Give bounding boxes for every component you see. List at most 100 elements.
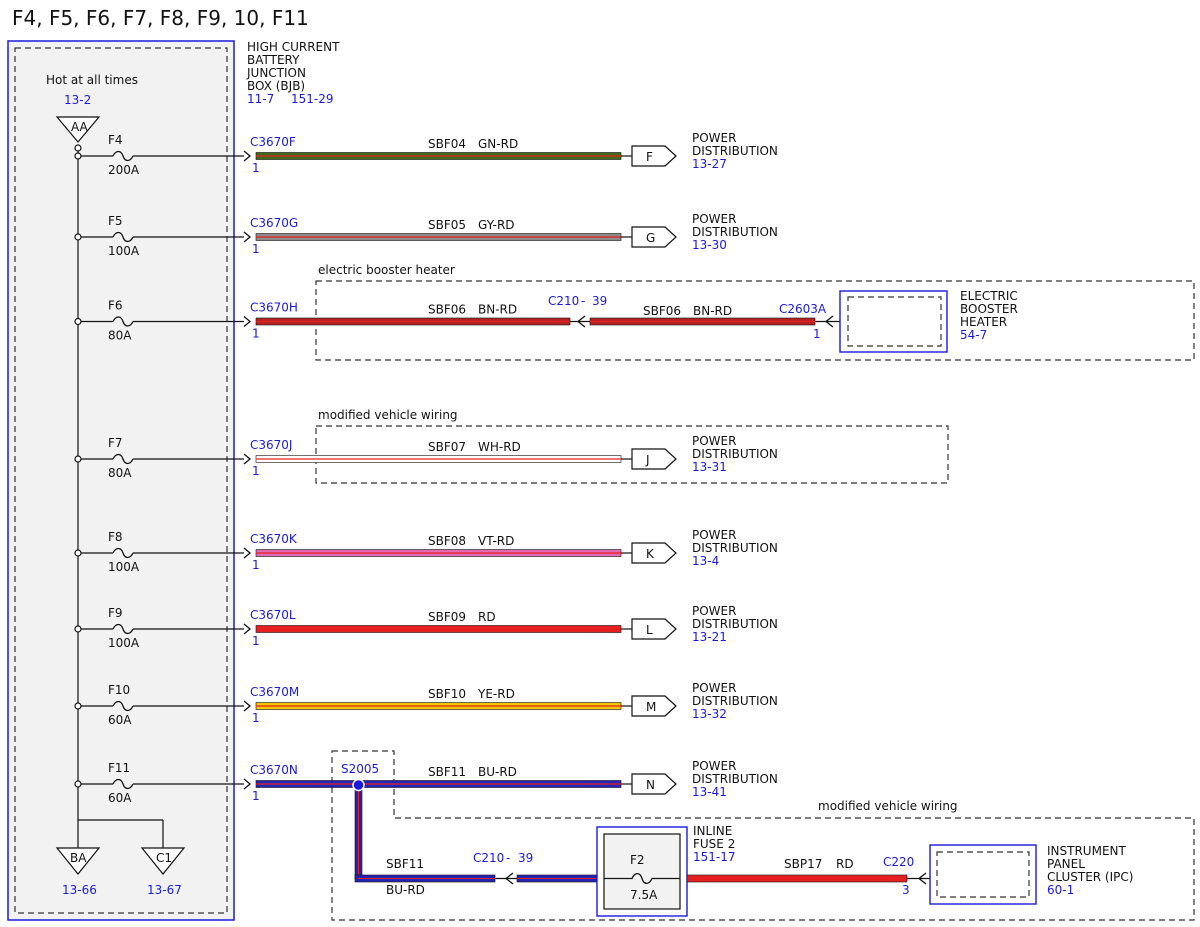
dest-ref-f7[interactable]: 13-31 (692, 460, 727, 474)
booster-group-label: electric booster heater (318, 263, 455, 277)
ipc-branch-wire-color: BU-RD (386, 883, 425, 897)
dest-line1-f10: POWER (692, 681, 736, 695)
bjb-name-line-3: JUNCTION (246, 66, 306, 80)
fuse-icon-f9[interactable] (112, 623, 134, 635)
inline-fuse-ref[interactable]: 151-17 (693, 850, 736, 864)
wire-color-f9: RD (478, 610, 496, 624)
dest-line2-f9: DISTRIBUTION (692, 617, 778, 631)
hot-ref[interactable]: 13-2 (64, 93, 91, 107)
ipc-device-line-2: PANEL (1047, 857, 1085, 871)
connector-f6[interactable]: C3670H (250, 301, 298, 315)
connector-ba-ref[interactable]: 13-66 (62, 883, 97, 897)
bus-tap-f10 (74, 702, 82, 710)
dest-connector-f7[interactable] (631, 448, 677, 470)
ipc-connector[interactable]: C220 (883, 855, 914, 869)
dest-line2-f7: DISTRIBUTION (692, 447, 778, 461)
ipc-device-inner (936, 851, 1030, 898)
bjb-ref-1[interactable]: 11-7 (247, 92, 274, 106)
booster-device-line-3: HEATER (960, 315, 1007, 329)
connector-ba-label: BA (70, 851, 87, 865)
wire-f9[interactable] (255, 625, 622, 633)
booster-device-chevron (824, 315, 834, 328)
dest-connector-f11[interactable] (631, 773, 677, 795)
bjb-name-line-2: BATTERY (247, 53, 300, 67)
connector-pin-f8: 1 (252, 558, 260, 572)
connector-pin-f4: 1 (252, 161, 260, 175)
connector-f7[interactable]: C3670J (250, 438, 292, 452)
connector-c1-ref[interactable]: 13-67 (147, 883, 182, 897)
ipc-group-label: modified vehicle wiring (818, 799, 958, 813)
dest-line2-f10: DISTRIBUTION (692, 694, 778, 708)
circuit-label-f5: SBF05 (428, 218, 466, 232)
fuse-icon-f10[interactable] (112, 700, 134, 712)
ipc-branch: SBF11 BU-RD C210 - 39 F2 7.5A INLINE FUS… (341, 762, 1133, 917)
ipc-device-ref[interactable]: 60-1 (1047, 883, 1074, 897)
dest-connector-f4[interactable] (631, 145, 677, 167)
bjb-ref-2[interactable]: 151-29 (291, 92, 334, 106)
dest-ref-f11[interactable]: 13-41 (692, 785, 727, 799)
fuse-icon-f11[interactable] (112, 778, 134, 790)
bus-tap-f5 (74, 233, 82, 241)
booster-heater-device[interactable] (839, 290, 948, 353)
dest-ref-f4[interactable]: 13-27 (692, 157, 727, 171)
dest-ref-f8[interactable]: 13-4 (692, 554, 719, 568)
connector-f10[interactable]: C3670M (250, 685, 299, 699)
fuse-label-f7: F7 (108, 436, 123, 450)
dest-connector-f8[interactable] (631, 542, 677, 564)
connector-f9[interactable]: C3670L (250, 608, 296, 622)
dest-ref-f5[interactable]: 13-30 (692, 238, 727, 252)
circuit-label-f10: SBF10 (428, 687, 466, 701)
connector-pin-f10: 1 (252, 711, 260, 725)
booster-device-ref[interactable]: 54-7 (960, 328, 987, 342)
connector-f11[interactable]: C3670N (250, 763, 298, 777)
connector-c1-label: C1 (156, 851, 172, 865)
booster-inline-pin: 39 (592, 294, 607, 308)
dest-line1-f5: POWER (692, 212, 736, 226)
splice-label[interactable]: S2005 (341, 762, 379, 776)
fuse-label-f5: F5 (108, 214, 123, 228)
dest-ref-f10[interactable]: 13-32 (692, 707, 727, 721)
bjb-frame (7, 40, 235, 921)
connector-f5[interactable]: C3670G (250, 216, 298, 230)
fuse-icon-f5[interactable] (112, 231, 134, 243)
ipc-inline-pin: 39 (518, 851, 533, 865)
fuse-icon-f7[interactable] (112, 453, 134, 465)
dest-letter-f9: L (646, 623, 653, 637)
connector-f8[interactable]: C3670K (250, 532, 298, 546)
dest-ref-f9[interactable]: 13-21 (692, 630, 727, 644)
fuse-label-f6: F6 (108, 299, 123, 313)
connector-c1-shape (140, 847, 186, 875)
wire-color-f4: GN-RD (478, 137, 518, 151)
dest-line1-f7: POWER (692, 434, 736, 448)
dest-connector-f5[interactable] (631, 226, 677, 248)
dest-letter-f10: M (646, 700, 656, 714)
dest-connector-f10[interactable] (631, 695, 677, 717)
wire-color-f5: GY-RD (478, 218, 515, 232)
fuse-icon-f6[interactable] (112, 316, 134, 327)
fuse-icon-f8[interactable] (112, 547, 134, 559)
wire-color-f8: VT-RD (478, 534, 514, 548)
booster-connector[interactable]: C2603A (779, 302, 827, 316)
ipc-device[interactable] (929, 844, 1037, 905)
dest-line2-f8: DISTRIBUTION (692, 541, 778, 555)
connector-chevron-f11 (243, 778, 252, 790)
booster-inline-dash: - (581, 294, 585, 308)
booster-device-line-2: BOOSTER (960, 302, 1018, 316)
bjb-inner-boundary (14, 47, 228, 914)
fuse-icon-f4[interactable] (112, 150, 134, 162)
inline-fuse-name: F2 (630, 853, 645, 867)
fuse-amps-f10: 60A (108, 713, 132, 727)
dest-connector-f9[interactable] (631, 618, 677, 640)
booster-inline-connector[interactable]: C210 (548, 294, 579, 308)
connector-f4[interactable]: C3670F (250, 135, 296, 149)
connector-chevron-f6 (243, 316, 252, 327)
splice-s2005[interactable] (352, 778, 365, 792)
fuse-amps-f11: 60A (108, 791, 132, 805)
ipc-inline-connector[interactable]: C210 (473, 851, 504, 865)
ipc-branch-circuit: SBF11 (386, 857, 424, 871)
ipc-output-wire[interactable] (686, 874, 908, 883)
